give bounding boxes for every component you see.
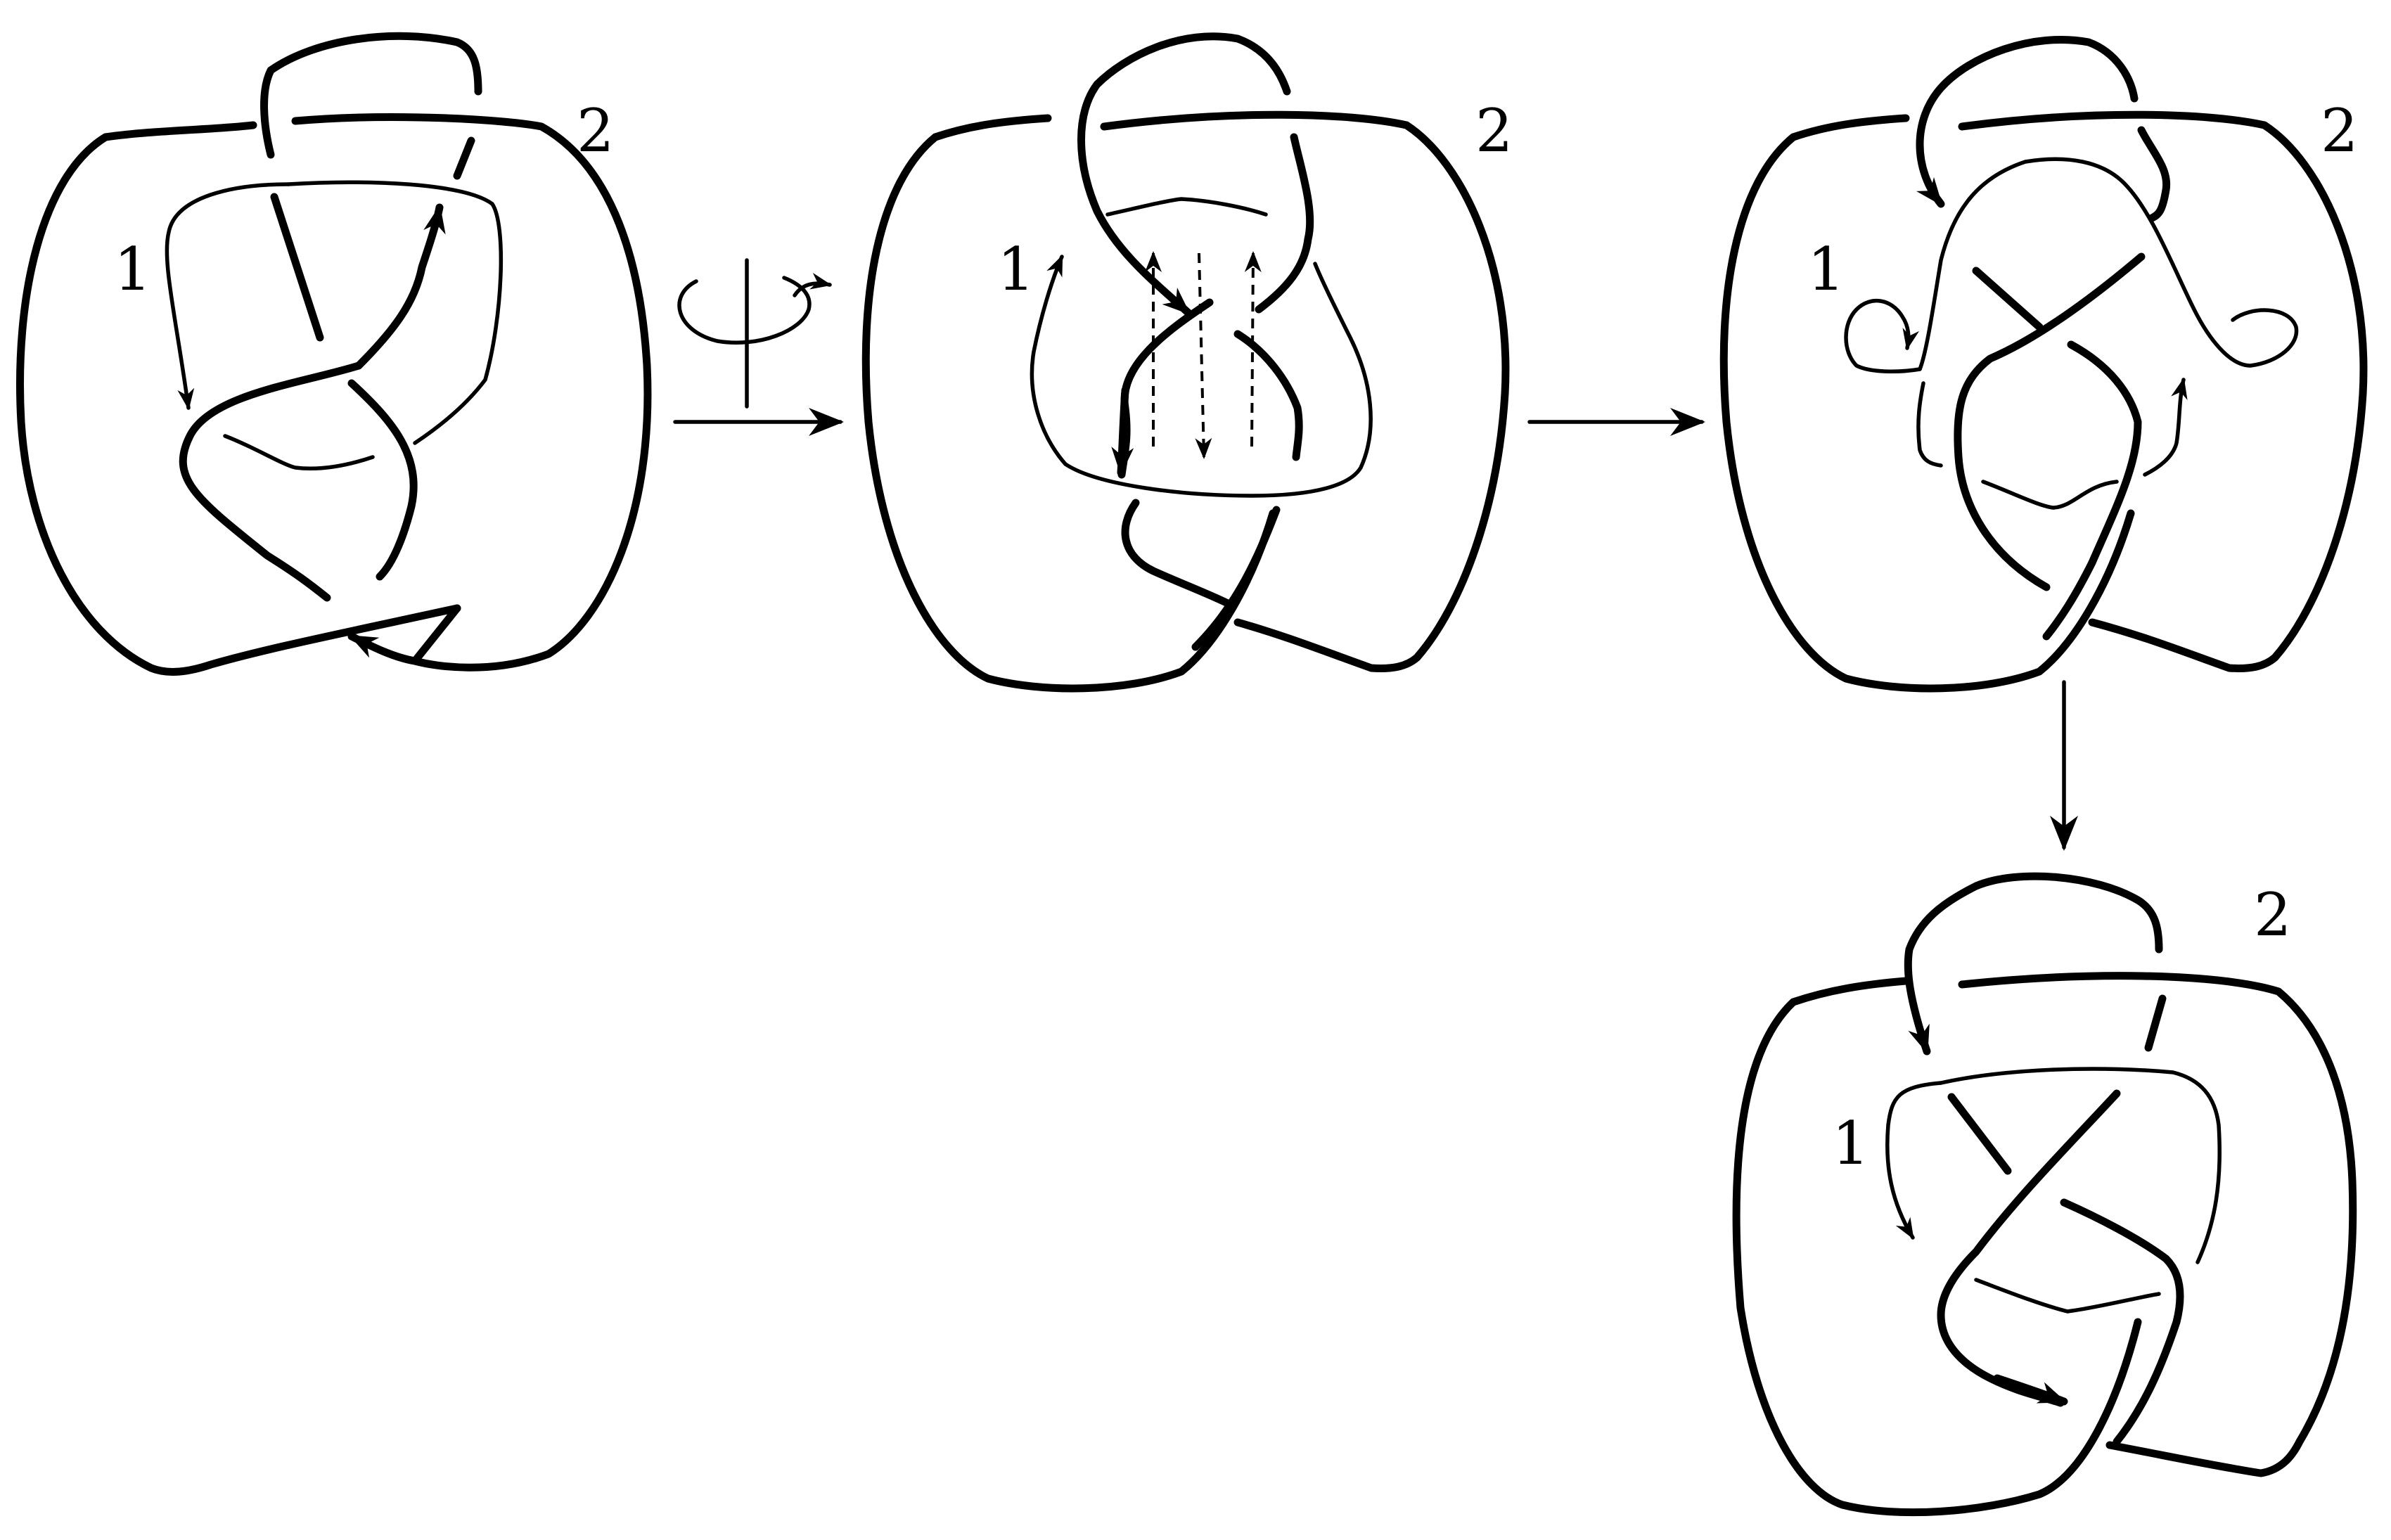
panel-3-cross-c [1954, 252, 2146, 591]
panel-4-cross-long [1937, 1089, 2121, 1407]
panel-1-component-2-outer [16, 121, 461, 676]
panel-1-component-2-right [291, 113, 652, 672]
panel-3-component-2-right [1958, 110, 2368, 672]
panel-4-component-1-bottom [1974, 1278, 2161, 1314]
panel-3-cross-a [1972, 267, 2044, 331]
panel-1-component-1-bottom [223, 434, 375, 471]
panel-1-twist-right [347, 379, 418, 581]
panel-4-strand-right-dash [2144, 994, 2167, 1052]
panel-3-label-1: 1 [1807, 235, 1845, 304]
panel-1-label-1: 1 [114, 235, 151, 304]
panel-2-dashed-arrow-down [1195, 252, 1212, 459]
panel-2-lower-left [1121, 499, 1235, 609]
panel-4-component-1-top [1939, 1067, 2222, 1264]
panel-2-dashed-arrow-up-2 [1244, 251, 1262, 447]
panel-3-top-loop [1916, 36, 2139, 208]
psi-rotation-arrowtip [793, 272, 832, 297]
panel-4-component-1-left [1885, 1081, 1943, 1240]
panel-1-component-1 [165, 182, 290, 410]
panel-4-label-2: 2 [2254, 880, 2291, 949]
panel-1-top-arch [260, 32, 482, 159]
panel-1-strand-a [270, 193, 324, 342]
panel-2-twist-right-low [1233, 330, 1303, 461]
panel-2-component-2-right [1100, 110, 1510, 672]
transition-psi-rotation [673, 258, 844, 436]
panel-3-cross-b [2042, 340, 2142, 641]
panel-2-top-loop [1077, 32, 1291, 317]
panel-3-component-1-bottom [1981, 480, 2119, 510]
panel-4-result-link: 1 2 [1732, 872, 2357, 1517]
panel-2-component-1-left [1030, 255, 1068, 466]
panel-4-cross-a [1947, 1093, 2012, 1175]
panel-4-component-2-outer [1732, 977, 2142, 1517]
panel-4-cross-b [2060, 1198, 2184, 1446]
panel-4-bottom-arrow [1993, 1374, 2068, 1406]
panel-2-lower-right [1191, 506, 1281, 651]
panel-4-component-2-right [1958, 972, 2357, 1477]
panel-3-component-2-outer [1719, 114, 2135, 693]
panel-3-component-1-right-tail [2143, 378, 2188, 477]
panel-1-component-1-right [286, 180, 504, 445]
panel-1-strand-b [453, 136, 475, 180]
panel-2-strand-right-top [1255, 133, 1314, 314]
psi-rotation-loop [677, 276, 812, 345]
panel-3-link: 1 2 [1719, 36, 2368, 693]
panel-2-label-2: 2 [1475, 96, 1513, 165]
panel-1-strand-c [354, 203, 446, 370]
panel-2-rotated-link: 1 2 [861, 32, 1513, 693]
panel-2-arrow-down [1111, 386, 1134, 477]
panel-4-label-1: 1 [1832, 1109, 1869, 1178]
panel-1-lower-twist [179, 361, 363, 602]
panel-2-twist-mid [1117, 298, 1214, 479]
panel-2-component-1-bottom [1063, 262, 1373, 498]
panel-1-initial-link: 1 2 [16, 32, 652, 676]
panel-3-strand-right-top [2137, 126, 2171, 222]
panel-3-component-1-arc [1918, 157, 2299, 371]
panel-2-label-1: 1 [997, 235, 1034, 304]
panel-3-component-1-left-tail [1916, 381, 1943, 468]
panel-1-label-2: 2 [577, 96, 614, 165]
panel-2-component-2-outer [861, 114, 1277, 693]
panel-2-component-1-top [1105, 197, 1268, 217]
panel-3-component-1-left-loop [1844, 298, 1922, 374]
panel-4-top-arch [1904, 872, 2163, 1055]
panel-3-label-2: 2 [2321, 96, 2358, 165]
panel-1-bottom-arrow [347, 632, 419, 665]
